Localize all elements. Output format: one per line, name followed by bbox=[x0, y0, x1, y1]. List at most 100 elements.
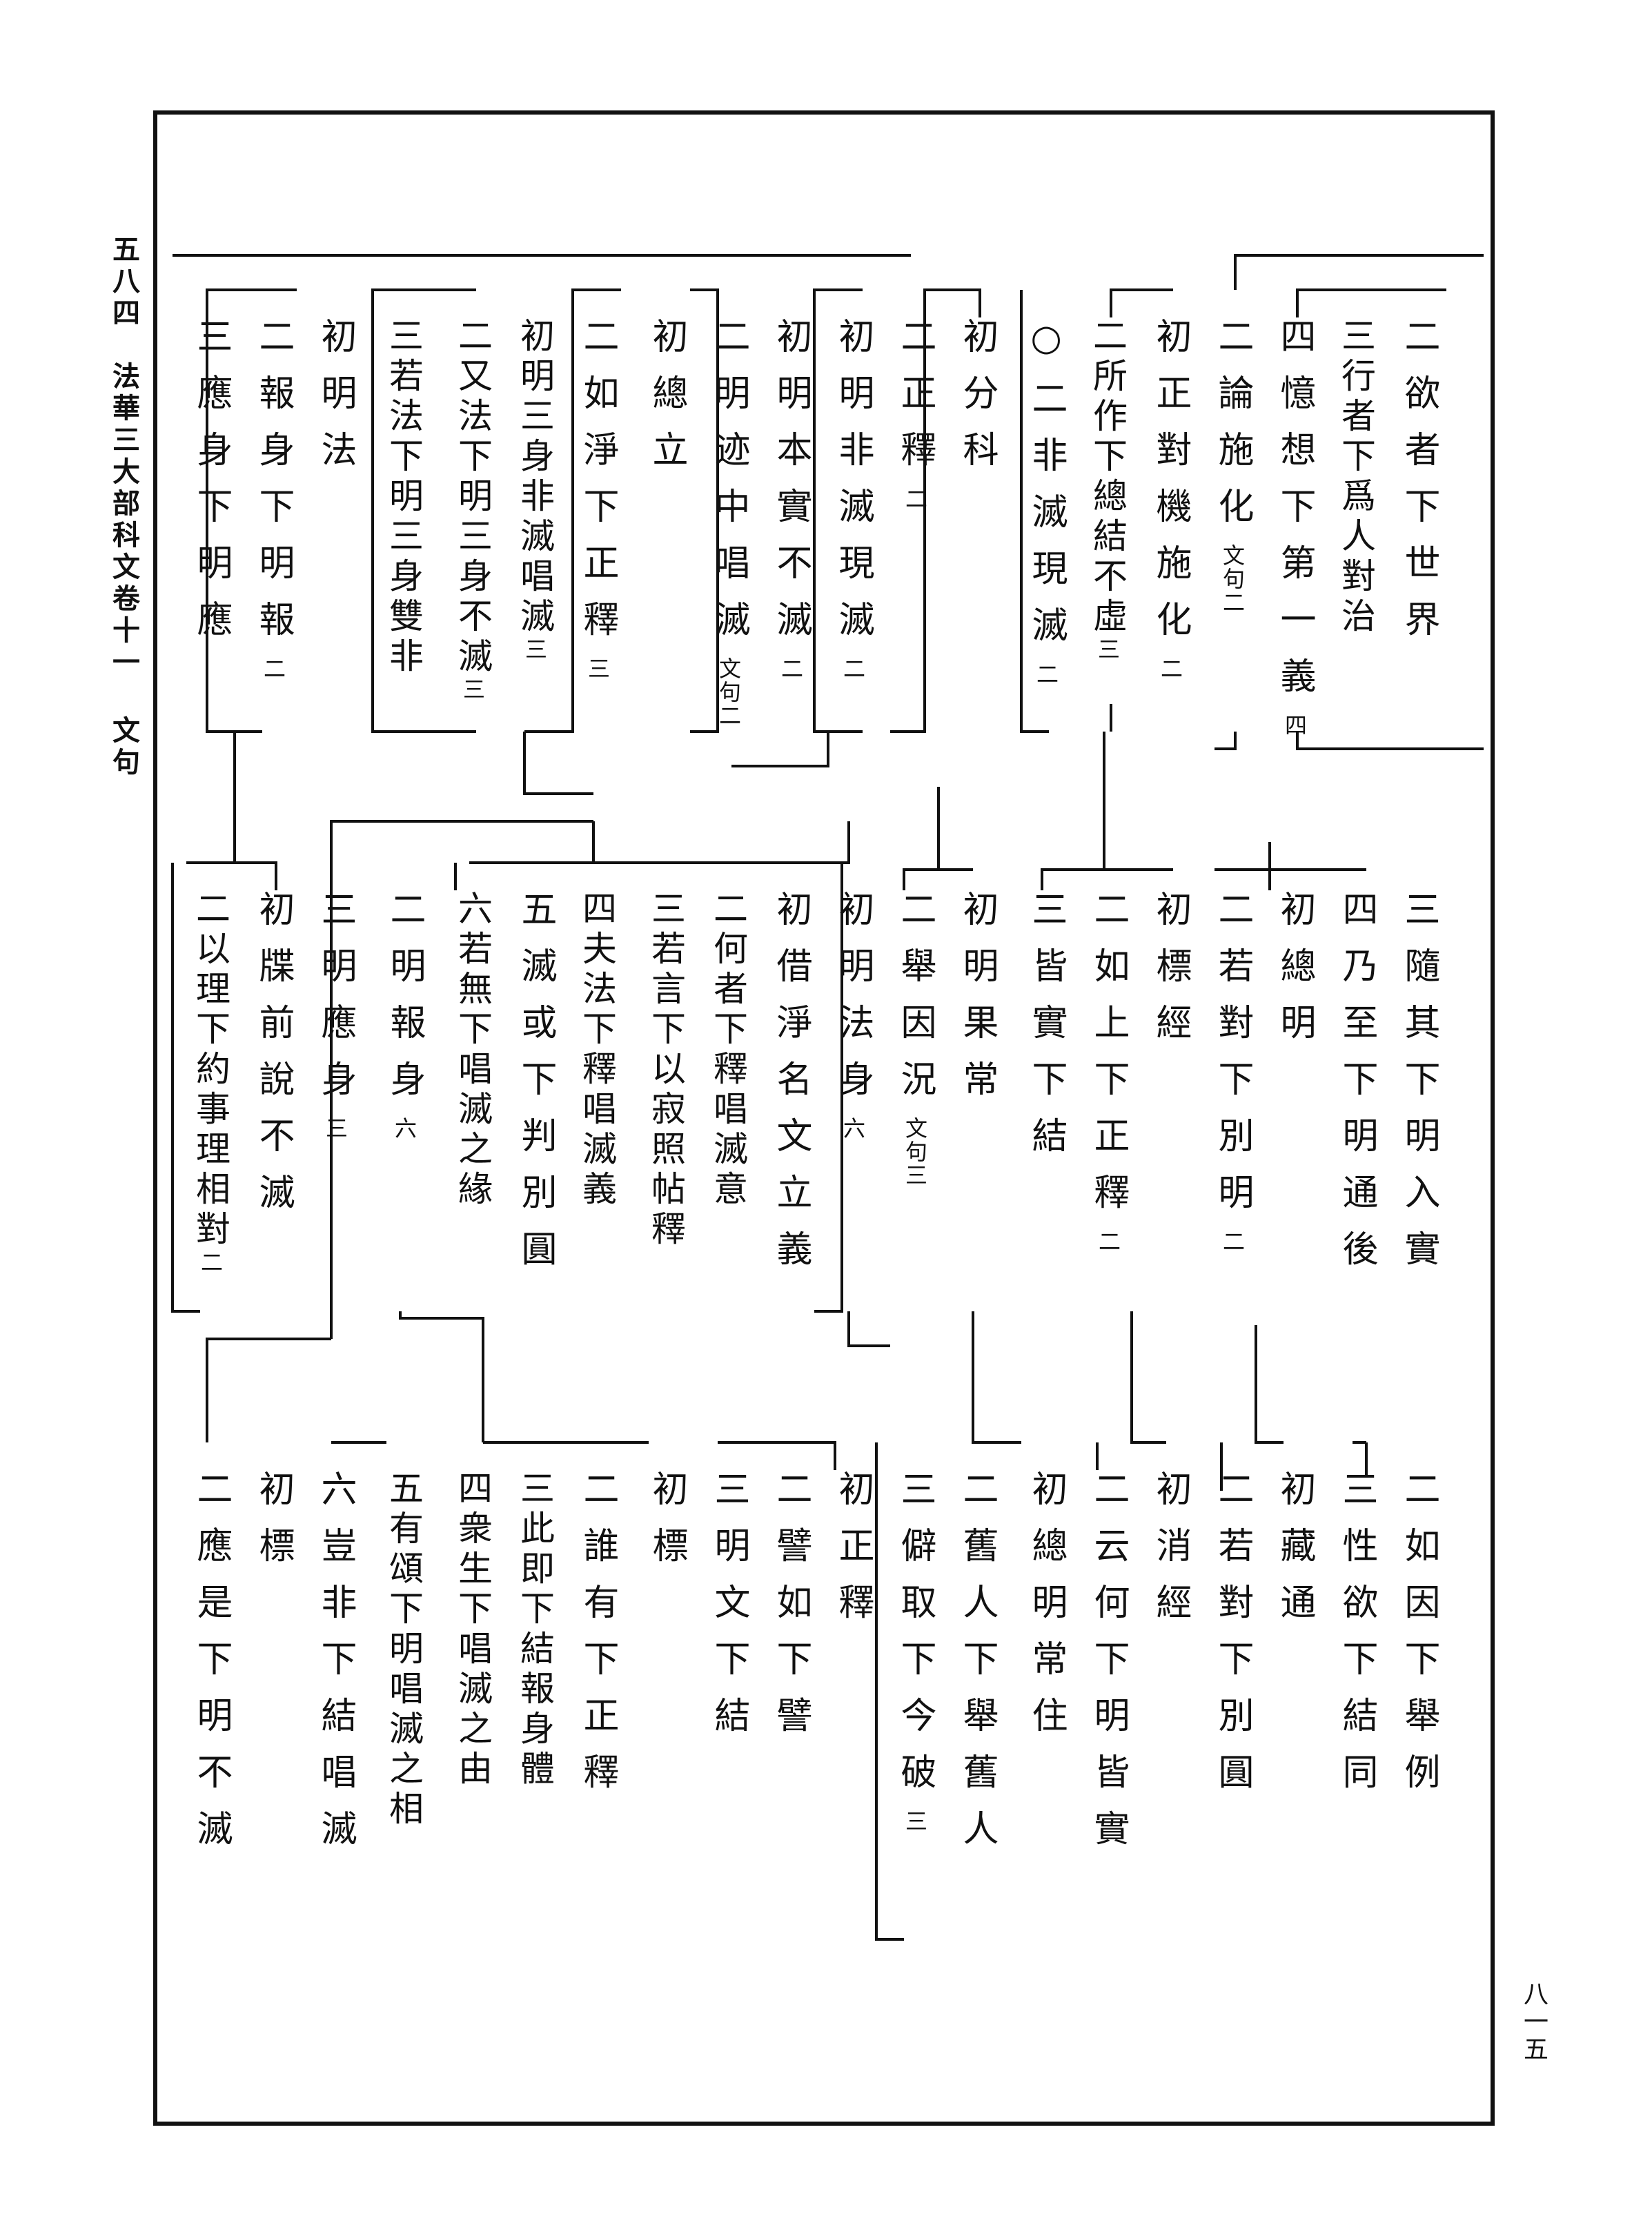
outline-entry: 二云何下明皆實 bbox=[1088, 1470, 1129, 1866]
outline-entry-label: 初明法 bbox=[315, 317, 356, 487]
bracket-line bbox=[1296, 732, 1484, 750]
bracket-line bbox=[186, 861, 277, 890]
outline-entry-label: 初明非滅現滅 bbox=[832, 317, 874, 657]
outline-entry: 初借淨名文立義 bbox=[770, 890, 812, 1286]
bracket-line bbox=[330, 820, 593, 863]
outline-entry-label: 二應是下明不滅 bbox=[190, 1470, 232, 1866]
outline-entry-label: 二欲者下世界 bbox=[1398, 317, 1439, 657]
outline-entry: 四衆生下唱滅之由 bbox=[453, 1470, 493, 1790]
outline-entry: 初分科 bbox=[956, 317, 998, 487]
bracket-line bbox=[524, 288, 621, 733]
outline-entry-label: 六若無下唱滅之緣 bbox=[453, 890, 493, 1211]
outline-entry-label: 初標 bbox=[253, 1470, 294, 1583]
bracket-line bbox=[903, 868, 938, 890]
bracket-line bbox=[814, 821, 850, 864]
outline-entry-label: 二何者下釋唱滅意 bbox=[708, 890, 748, 1211]
bracket-line bbox=[890, 288, 981, 733]
outline-entry: 二譬如下譬 bbox=[770, 1470, 812, 1753]
outline-entry: 初標經 bbox=[1150, 890, 1191, 1060]
outline-entry-label: 五有頌下明唱滅之相 bbox=[384, 1470, 424, 1830]
outline-entry-label: 初牒前說不滅 bbox=[253, 890, 294, 1230]
outline-entry: 三行者下爲人對治 bbox=[1336, 317, 1376, 638]
bracket-line bbox=[171, 863, 200, 1313]
bracket-line bbox=[690, 288, 719, 733]
bracket-line bbox=[972, 1311, 1021, 1444]
outline-entry-label: 初總明 bbox=[1274, 890, 1315, 1060]
outline-entry: 二正釋二 bbox=[894, 317, 936, 511]
outline-entry-label: 二云何下明皆實 bbox=[1088, 1470, 1129, 1866]
page-number: 八一五 bbox=[1520, 1981, 1548, 2064]
running-header: 五八四 法華三大部科文卷十一 文句 bbox=[108, 235, 140, 779]
outline-entry: 二如淨下正釋三 bbox=[577, 317, 618, 681]
bracket-line bbox=[1215, 732, 1237, 750]
bracket-line bbox=[1268, 842, 1366, 871]
outline-entry: 六若無下唱滅之緣 bbox=[453, 890, 493, 1211]
outline-entry-label: 三應身下明應 bbox=[190, 317, 232, 657]
outline-entry-label: 初標 bbox=[646, 1470, 687, 1583]
outline-entry: 二舊人下舉舊人 bbox=[956, 1470, 998, 1866]
bracket-line bbox=[1020, 290, 1049, 733]
outline-entry: 初藏通 bbox=[1274, 1470, 1315, 1640]
outline-entry-label: 三明應身 bbox=[315, 890, 356, 1117]
bracket-line bbox=[718, 1441, 836, 1470]
bracket-line bbox=[206, 1338, 331, 1442]
outline-entry-label: 初明果常 bbox=[956, 890, 998, 1117]
outline-entry: 二欲者下世界 bbox=[1398, 317, 1439, 657]
outline-entry-label: 三皆實下結 bbox=[1025, 890, 1067, 1173]
outline-entry-label: 二如淨下正釋 bbox=[577, 317, 618, 657]
bracket-line bbox=[399, 1311, 484, 1442]
outline-entry-label: 初分科 bbox=[956, 317, 998, 487]
outline-entry-label: 二如上下正釋 bbox=[1088, 890, 1129, 1230]
bracket-line bbox=[1103, 732, 1173, 871]
outline-entry: 初明非滅現滅二 bbox=[832, 317, 874, 681]
outline-entry: 二誰有下正釋 bbox=[577, 1470, 618, 1810]
bracket-line bbox=[875, 1442, 904, 1941]
outline-entry-label: 三性欲下結同 bbox=[1336, 1470, 1377, 1810]
outline-entry-note: 文句三 bbox=[902, 1117, 928, 1187]
outline-entry-note: 三 bbox=[902, 1810, 928, 1833]
outline-entry-note: 二 bbox=[902, 487, 928, 511]
outline-entry: 二何者下釋唱滅意 bbox=[708, 890, 748, 1211]
outline-entry: 三若言下以寂照帖釋 bbox=[646, 890, 686, 1251]
outline-entry-label: 二所作下總結不虛 bbox=[1088, 317, 1128, 638]
outline-entry-label: 初消經 bbox=[1150, 1470, 1191, 1640]
outline-entry-note: 四 bbox=[1281, 714, 1308, 737]
outline-entry-label: 六豈非下結唱滅 bbox=[315, 1470, 356, 1866]
outline-entry-note: 二 bbox=[1219, 1230, 1246, 1253]
outline-entry-label: 二以理下約事理相對 bbox=[190, 890, 230, 1251]
outline-entry: 二舉因況文句三 bbox=[894, 890, 936, 1187]
outline-entry-label: 二明迹中唱滅 bbox=[708, 317, 749, 657]
page-border bbox=[153, 110, 1495, 2126]
bracket-line bbox=[814, 870, 843, 1313]
outline-entry-label: 初藏通 bbox=[1274, 1470, 1315, 1640]
bracket-line bbox=[1234, 254, 1484, 290]
outline-entry-label: 四憶想下第一義 bbox=[1274, 317, 1315, 714]
outline-entry: 二論施化文句二 bbox=[1212, 317, 1253, 614]
outline-entry: 三明文下結 bbox=[708, 1470, 749, 1753]
outline-entry-label: 四乃至下明通後 bbox=[1336, 890, 1377, 1286]
outline-entry: 初明法身六 bbox=[832, 890, 874, 1140]
outline-entry-label: 三若言下以寂照帖釋 bbox=[646, 890, 686, 1251]
outline-entry: 三應身下明應 bbox=[190, 317, 232, 657]
bracket-line bbox=[731, 732, 829, 767]
outline-entry: 初明果常 bbox=[956, 890, 998, 1117]
outline-entry: 三僻取下今破三 bbox=[894, 1470, 936, 1833]
bracket-line bbox=[1130, 1311, 1166, 1444]
outline-entry: 初總立 bbox=[646, 317, 687, 487]
outline-entry: 初標 bbox=[253, 1470, 294, 1583]
outline-entry-label: 三此即下結報身體 bbox=[515, 1470, 555, 1790]
outline-entry: 二報身下明報二 bbox=[253, 317, 294, 681]
outline-entry-label: 二論施化 bbox=[1212, 317, 1253, 544]
outline-entry-note: 六 bbox=[840, 1117, 866, 1140]
outline-entry-note: 三 bbox=[522, 638, 548, 661]
outline-entry-label: 二誰有下正釋 bbox=[577, 1470, 618, 1810]
outline-entry: 三若法下明三身雙非 bbox=[384, 317, 424, 678]
outline-entry: 三明應身三 bbox=[315, 890, 356, 1140]
outline-entry: 初消經 bbox=[1150, 1470, 1191, 1640]
outline-entry-label: 初明本實不滅 bbox=[770, 317, 812, 657]
outline-entry: 初正對機施化二 bbox=[1150, 317, 1191, 681]
outline-entry-label: 初正對機施化 bbox=[1150, 317, 1191, 657]
outline-entry-note: 三 bbox=[1094, 638, 1121, 661]
bracket-line bbox=[1110, 288, 1173, 317]
